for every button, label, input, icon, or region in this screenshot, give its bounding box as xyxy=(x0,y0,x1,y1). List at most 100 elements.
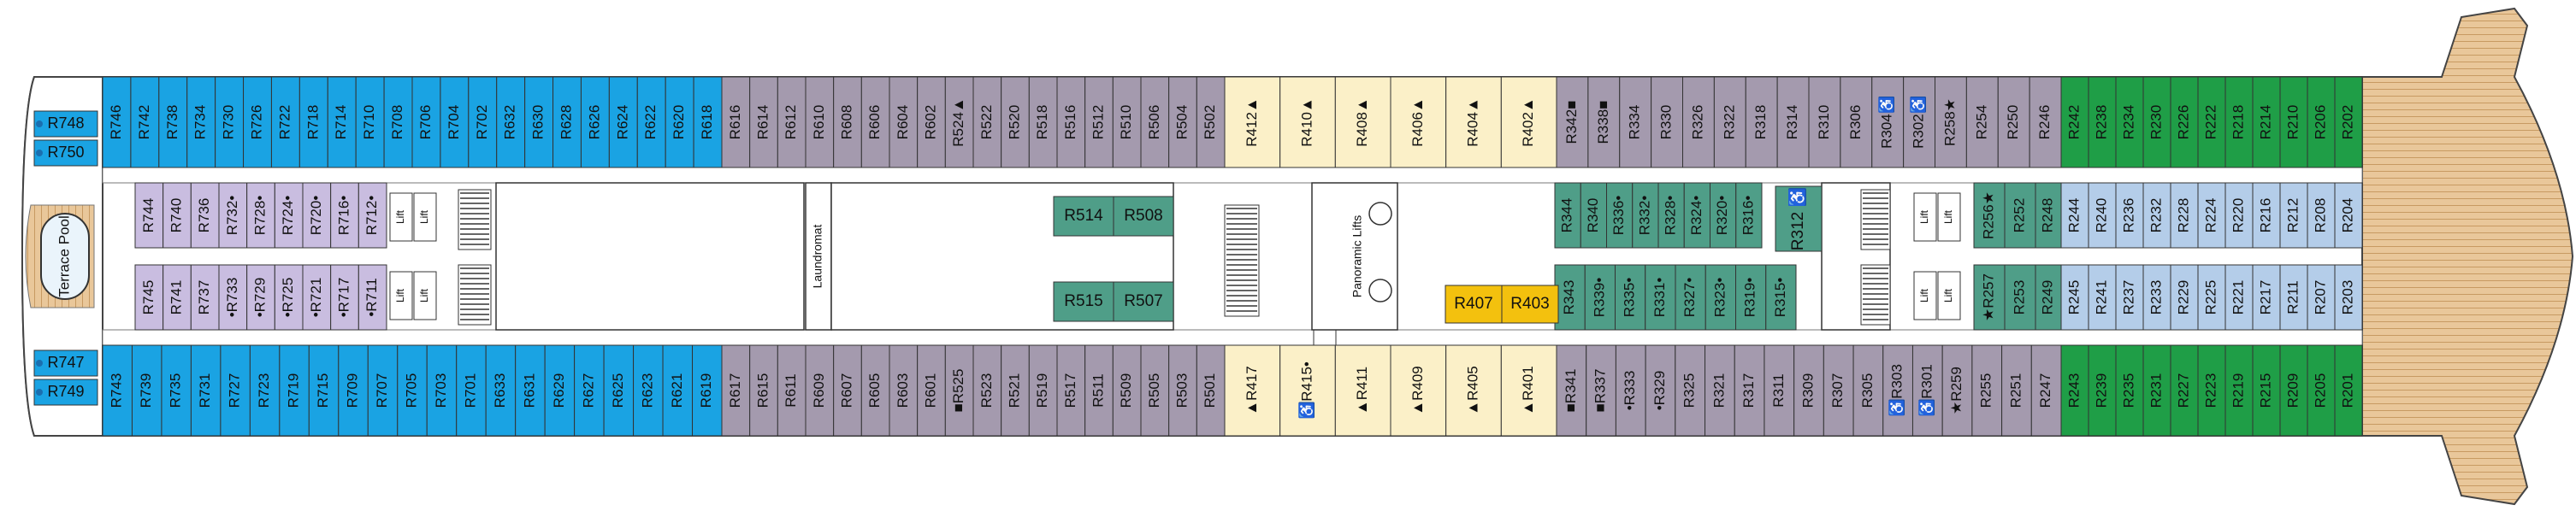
cabin-label: ♿R301 xyxy=(1917,364,1935,417)
cabin-label: R502 xyxy=(1202,105,1218,140)
cabin xyxy=(1735,182,1763,249)
cabin-label: •R721 xyxy=(308,278,324,318)
lift-label: Lift xyxy=(1918,288,1930,302)
cabin-label: R305 xyxy=(1859,373,1876,408)
cabin-label: R626 xyxy=(586,105,602,140)
cabin xyxy=(302,264,332,331)
cabin xyxy=(2060,344,2089,437)
cabin-label: R718 xyxy=(304,105,321,140)
corridor-top xyxy=(102,167,2363,184)
cabin-label: •R717 xyxy=(335,278,352,318)
cabin-label: R245 xyxy=(2065,280,2082,315)
cabin xyxy=(190,344,222,437)
cabin-label: R712• xyxy=(363,196,380,236)
cabin xyxy=(1112,344,1142,437)
cabin-label: R611 xyxy=(783,373,799,407)
cabin xyxy=(749,76,778,168)
cabin-label: R235 xyxy=(2120,373,2136,408)
cabin-label: R253 xyxy=(2011,280,2027,315)
cabin-label: R302♿ xyxy=(1910,96,1927,149)
cabin-label: R504 xyxy=(1173,105,1190,140)
cabin xyxy=(411,76,441,168)
cabin-label: R317 xyxy=(1740,373,1757,408)
lift-label: Lift xyxy=(394,288,406,302)
cabin-label: R315• xyxy=(1772,278,1788,318)
cabin xyxy=(2334,344,2363,437)
cabin-label: R736 xyxy=(196,198,212,233)
cabin xyxy=(2197,182,2226,249)
cabin-label: R742 xyxy=(136,105,152,140)
cabin-label: R334 xyxy=(1627,105,1643,140)
cabin-label: R622 xyxy=(642,105,659,140)
cabin-label: R336• xyxy=(1610,196,1627,236)
aft-cabin-marker xyxy=(36,360,43,367)
cabin-label: R727 xyxy=(227,373,243,408)
cabin xyxy=(2224,182,2254,249)
cabin xyxy=(972,344,1002,437)
cabin-label: R331• xyxy=(1651,278,1668,318)
cabin xyxy=(1973,182,2006,249)
cabin xyxy=(1580,182,1607,249)
cabin xyxy=(1279,344,1336,437)
cabin xyxy=(190,264,220,331)
cabin-label: R735 xyxy=(168,373,184,408)
cabin-label: R615 xyxy=(754,373,771,408)
cabin xyxy=(2142,76,2171,168)
cabin-label: R203 xyxy=(2339,280,2355,315)
cabin xyxy=(693,76,723,168)
cabin xyxy=(524,76,554,168)
aft-cabin xyxy=(33,379,98,406)
cabin xyxy=(355,76,385,168)
cabin xyxy=(357,264,387,331)
cabin-label: R233 xyxy=(2148,280,2164,315)
cabin xyxy=(805,344,835,437)
cabin xyxy=(833,76,862,168)
cabin-label: R620 xyxy=(671,105,687,140)
cabin xyxy=(2334,76,2363,168)
cabin-label: R314 xyxy=(1784,105,1800,140)
cabin-label: R201 xyxy=(2339,373,2355,408)
cabin xyxy=(608,76,638,168)
cabin-label: R248 xyxy=(2039,198,2055,233)
cabin xyxy=(308,344,340,437)
cabin xyxy=(279,344,310,437)
cabin-label: R237 xyxy=(2120,280,2136,315)
cabin xyxy=(692,344,723,437)
cabin xyxy=(2170,76,2199,168)
cabin-label: R523 xyxy=(978,373,995,408)
cabin-label: R339• xyxy=(1591,278,1607,318)
cabin-label: R606 xyxy=(866,105,883,140)
cabin-label: R616 xyxy=(727,105,743,140)
cabin xyxy=(2115,182,2144,249)
cabin xyxy=(1776,76,1810,168)
cabin-label: R227 xyxy=(2175,373,2191,408)
cabin-label: ▲R417 xyxy=(1244,366,1260,414)
panoramic-lift-pod xyxy=(1368,202,1392,226)
cabin xyxy=(889,344,919,437)
lift xyxy=(1937,192,1961,242)
cabin-label: R309 xyxy=(1799,373,1816,408)
cabin-label: R244 xyxy=(2065,198,2082,233)
cabin-label: R515 xyxy=(1064,292,1102,310)
atrium-aft xyxy=(495,182,805,331)
cabin-label: R204 xyxy=(2339,198,2355,233)
cabin-label: R410▲ xyxy=(1298,97,1315,146)
cabin xyxy=(1615,344,1646,437)
cabin xyxy=(2224,76,2254,168)
cabin xyxy=(1745,76,1778,168)
aft-cabin-label: R750 xyxy=(47,144,84,161)
cabin xyxy=(1112,76,1142,168)
cabin xyxy=(215,76,245,168)
cabin-label: R720• xyxy=(308,196,324,236)
cabin-label: R226 xyxy=(2175,105,2191,140)
cabin-label: R236 xyxy=(2120,198,2136,233)
lift-label: Lift xyxy=(394,209,406,224)
cabin-label: R737 xyxy=(196,280,212,315)
cabin xyxy=(134,264,164,331)
lift-label: Lift xyxy=(1942,209,1954,224)
cabin-label: R316• xyxy=(1740,196,1756,236)
cabin-label: R335• xyxy=(1622,278,1638,318)
cabin xyxy=(1113,281,1174,322)
cabin-label: R247 xyxy=(2037,373,2053,408)
cabin xyxy=(1808,76,1841,168)
